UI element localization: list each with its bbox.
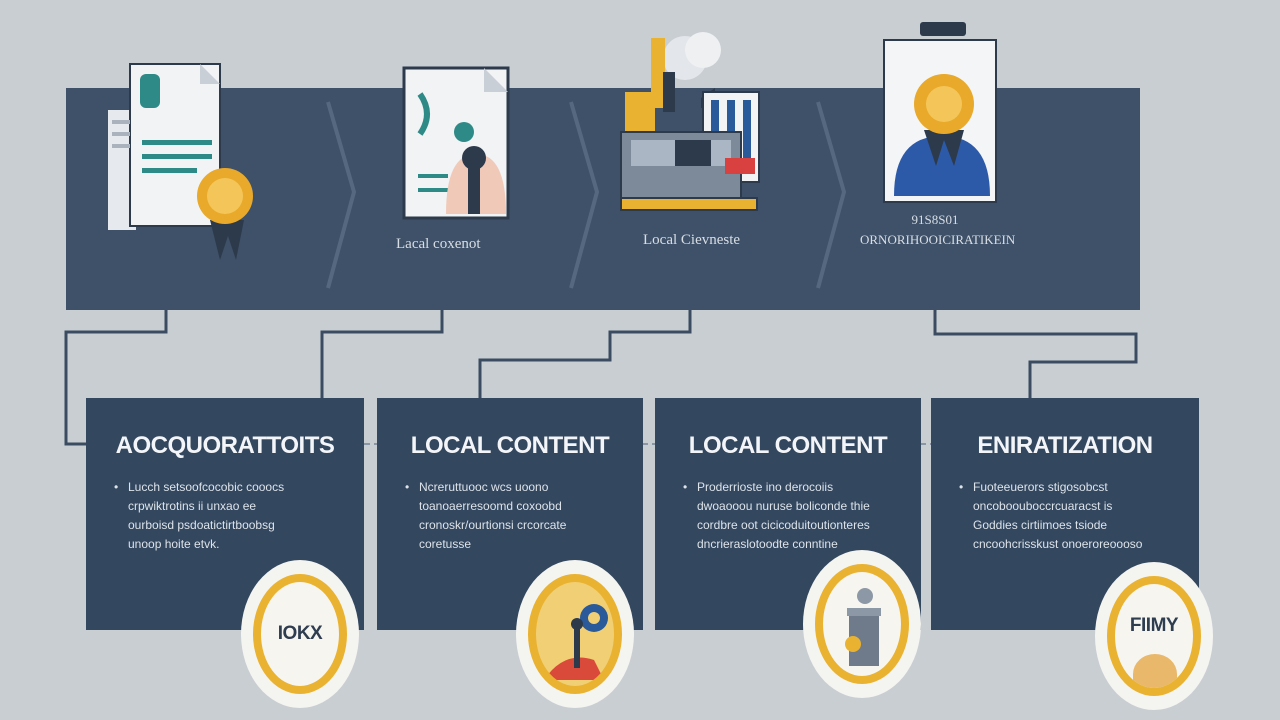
card-title: ENIRATIZATION	[977, 432, 1153, 459]
badge-2	[516, 560, 634, 708]
card-body: Lucch setsoofcocobic cooocs crpwiktrotin…	[106, 478, 298, 554]
badge-label: IOKX	[277, 623, 323, 644]
chevron-right-icon	[816, 101, 847, 289]
person-gear-icon	[544, 604, 608, 680]
badge-fill	[1133, 654, 1177, 688]
document-person-icon	[398, 64, 518, 229]
card-title: LOCAL CONTENT	[410, 432, 610, 459]
badge-label: FIIMY	[1129, 615, 1179, 636]
chevron-right-icon	[326, 101, 357, 289]
band-caption-3: Local Cievneste	[643, 232, 741, 248]
card-title: AOCQUORATTOITS	[115, 432, 335, 459]
factory-icon	[615, 28, 765, 223]
badge-ring: FIIMY	[1107, 576, 1201, 696]
card-body: Proderrioste ino derocoiis dwoaooou nuru…	[675, 478, 887, 554]
badge-1: IOKX	[241, 560, 359, 708]
step-card-1: AOCQUORATTOITS Lucch setsoofcocobic cooo…	[86, 398, 364, 630]
badge-4: FIIMY	[1095, 562, 1213, 710]
badge-ring	[528, 574, 622, 694]
badge-ring: IOKX	[253, 574, 347, 694]
card-body: Ncreruttuooc wcs uoono toanoaerresoomd c…	[397, 478, 589, 554]
chevron-right-icon	[569, 101, 600, 289]
card-body: Fuoteeuerors stigosobcst oncoboouboccrcu…	[951, 478, 1143, 554]
band-caption-4: 91S8S01 ORNORIHOOICIRATIKEIN	[860, 212, 1016, 247]
band-caption-2: Lacal coxenot	[396, 236, 481, 252]
card-title: LOCAL CONTENT	[688, 432, 888, 459]
recycle-bin-icon	[845, 588, 881, 666]
badge-ring	[815, 564, 909, 684]
badge-3	[803, 550, 921, 698]
award-certificate-icon	[880, 20, 1000, 215]
document-certificate-icon	[100, 60, 260, 275]
